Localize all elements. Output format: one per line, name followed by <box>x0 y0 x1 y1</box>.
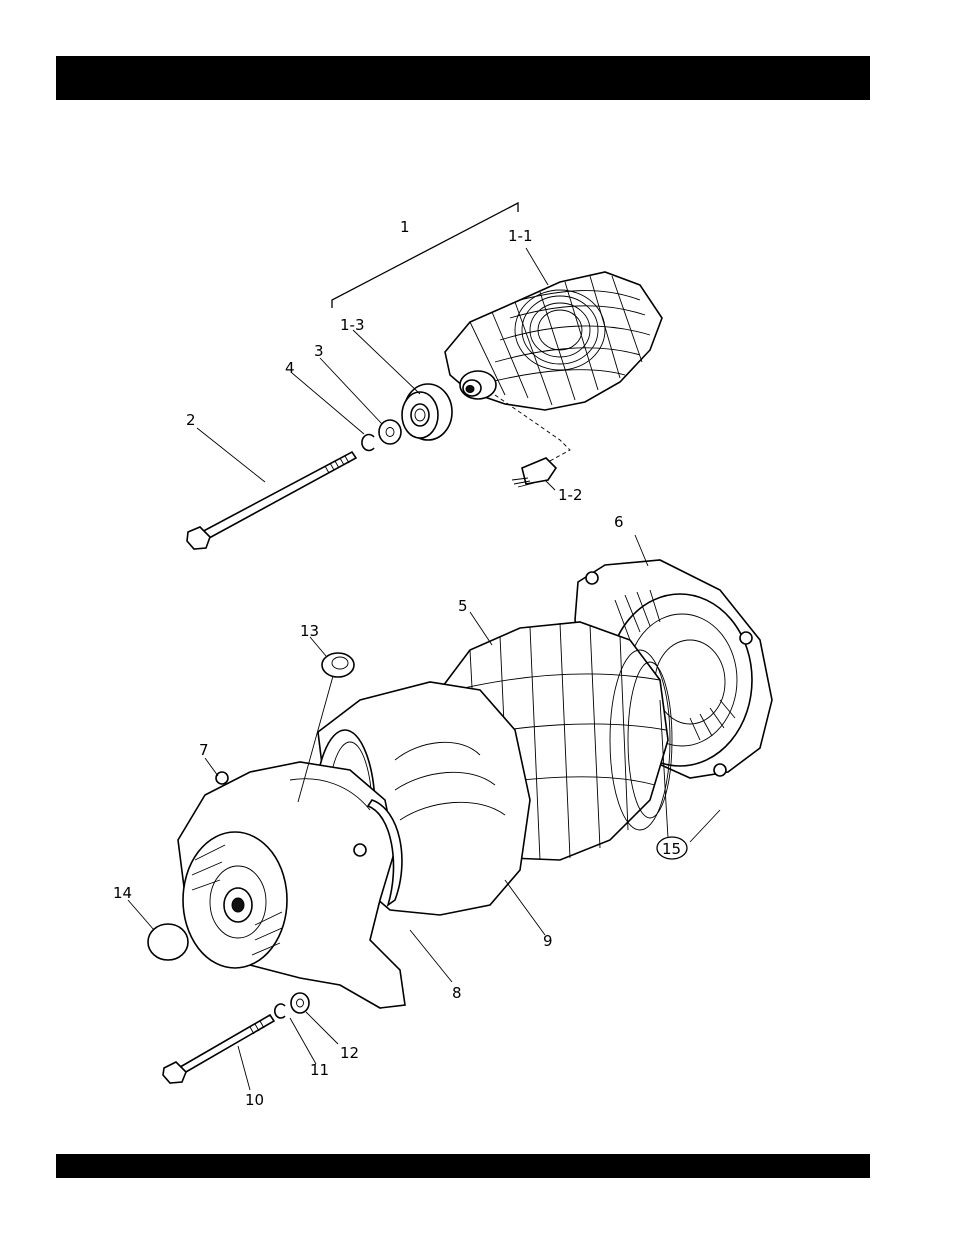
washer-part-3 <box>379 420 401 444</box>
callout-14: 14 <box>113 884 132 902</box>
callout-3: 3 <box>314 342 324 360</box>
bolt-part-10 <box>163 1015 274 1083</box>
lock-washer-part-4 <box>362 434 374 450</box>
callout-1-3: 1-3 <box>340 316 365 334</box>
callout-9: 9 <box>543 932 553 950</box>
callout-12: 12 <box>340 1044 359 1062</box>
bearing-part-1-3 <box>402 384 452 440</box>
callout-11: 11 <box>310 1061 329 1079</box>
callout-10: 10 <box>245 1091 264 1109</box>
lock-washer-part-11 <box>275 1004 285 1018</box>
callout-5: 5 <box>458 597 468 615</box>
callout-7: 7 <box>199 741 209 759</box>
diode-part-1-2 <box>512 458 556 487</box>
bolt-part-2 <box>187 452 356 549</box>
callout-4: 4 <box>285 359 295 377</box>
callout-6: 6 <box>614 513 624 531</box>
callout-13: 13 <box>300 622 319 640</box>
callout-1-1: 1-1 <box>508 227 533 245</box>
callout-8: 8 <box>452 984 462 1002</box>
washer-part-12 <box>291 993 309 1013</box>
callout-15: 15 <box>662 840 681 858</box>
callout-1-2: 1-2 <box>558 486 583 504</box>
callout-2: 2 <box>186 411 196 429</box>
callout-1: 1 <box>400 218 410 236</box>
front-bracket-part-7 <box>178 762 405 1008</box>
